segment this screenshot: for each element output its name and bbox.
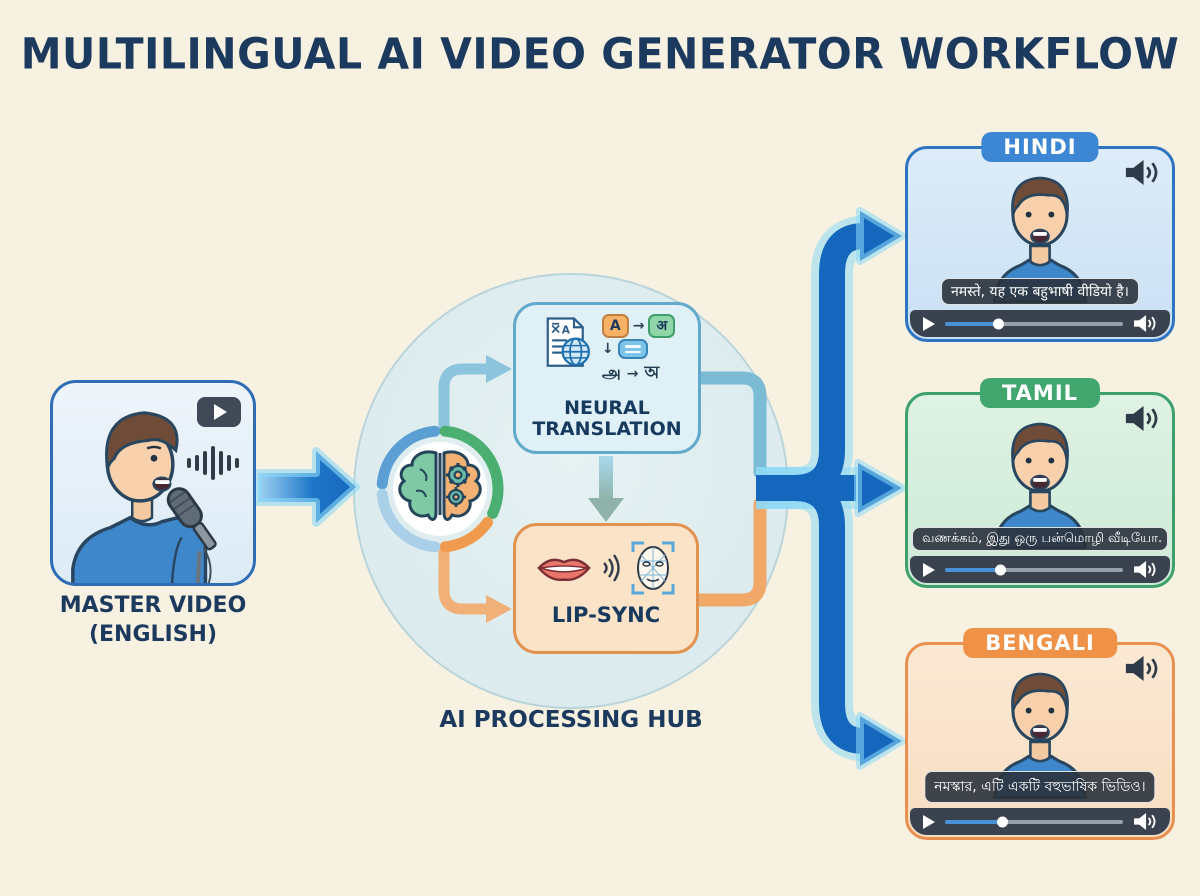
speech-bubble-icons: A → अ ↓ அ → অ — [601, 312, 676, 388]
subtitle-hindi: नमस्ते, यह एक बहुभाषी वीडियो है। — [941, 278, 1139, 305]
subtitle-bengali: নমস্কার, এটি একটি বহুভাষিক ভিডিও। — [924, 771, 1156, 803]
speaker-icon[interactable] — [1124, 159, 1160, 186]
neural-translation-box: A A → अ ↓ — [513, 302, 701, 454]
lip-sync-box: LIP-SYNC — [513, 523, 699, 654]
lips-icon — [537, 558, 591, 582]
progress-handle[interactable] — [995, 564, 1007, 575]
neural-translation-label: NEURAL TRANSLATION — [532, 397, 682, 441]
subtitle-tamil: வணக்கம், இது ஒரு பன்மொழி வீடியோ. — [912, 527, 1168, 551]
page-title: MULTILINGUAL AI VIDEO GENERATOR WORKFLOW — [20, 28, 1180, 80]
volume-icon[interactable] — [1133, 812, 1157, 831]
lip-sync-label: LIP-SYNC — [551, 603, 661, 627]
video-player-bar — [910, 556, 1170, 583]
source-letter-bubble: A — [601, 314, 629, 338]
play-badge-icon[interactable] — [197, 397, 241, 427]
sound-wave-arcs-icon — [603, 554, 620, 582]
output-video-card-hindi: HINDI नमस्ते, यह एक बहुभाषी वीडियो है। — [905, 132, 1175, 342]
speaker-icon[interactable] — [1124, 405, 1160, 432]
progress-handle[interactable] — [993, 318, 1005, 329]
text-bubble-icon — [617, 339, 648, 359]
master-video-label: MASTER VIDEO (ENGLISH) — [59, 593, 247, 647]
ai-brain-hub-icon — [372, 421, 508, 557]
hub-label: AI PROCESSING HUB — [439, 707, 703, 733]
language-tab-bengali: BENGALI — [963, 628, 1117, 658]
output-video-card-bengali: BENGALI নমস্কার, এটি একটি বহুভাষিক ভিডিও… — [905, 628, 1175, 840]
input-flow-arrow — [254, 447, 360, 527]
volume-icon[interactable] — [1133, 314, 1157, 333]
play-button[interactable] — [923, 814, 935, 829]
progress-handle[interactable] — [996, 816, 1008, 827]
script-conversion-label: அ → অ — [601, 363, 660, 383]
play-button[interactable] — [923, 316, 935, 331]
sound-wave-icon — [187, 443, 239, 483]
language-tab-hindi: HINDI — [981, 132, 1099, 162]
progress-track[interactable] — [945, 318, 1123, 329]
play-button[interactable] — [923, 562, 935, 577]
video-player-bar — [910, 808, 1170, 835]
target-letter-bubble: अ — [648, 314, 676, 338]
svg-text:A: A — [562, 324, 571, 336]
speaker-icon[interactable] — [1124, 655, 1160, 682]
volume-icon[interactable] — [1133, 560, 1157, 579]
master-video-card — [50, 380, 256, 586]
language-tab-tamil: TAMIL — [979, 378, 1101, 408]
progress-track[interactable] — [945, 816, 1123, 827]
video-player-bar — [910, 310, 1170, 337]
output-video-card-tamil: TAMIL வணக்கம், இது ஒரு பன்மொழி வீடியோ. — [905, 378, 1175, 588]
progress-track[interactable] — [945, 564, 1123, 575]
translate-document-globe-icon: A — [546, 317, 590, 367]
face-mesh-scan-icon — [631, 541, 675, 595]
